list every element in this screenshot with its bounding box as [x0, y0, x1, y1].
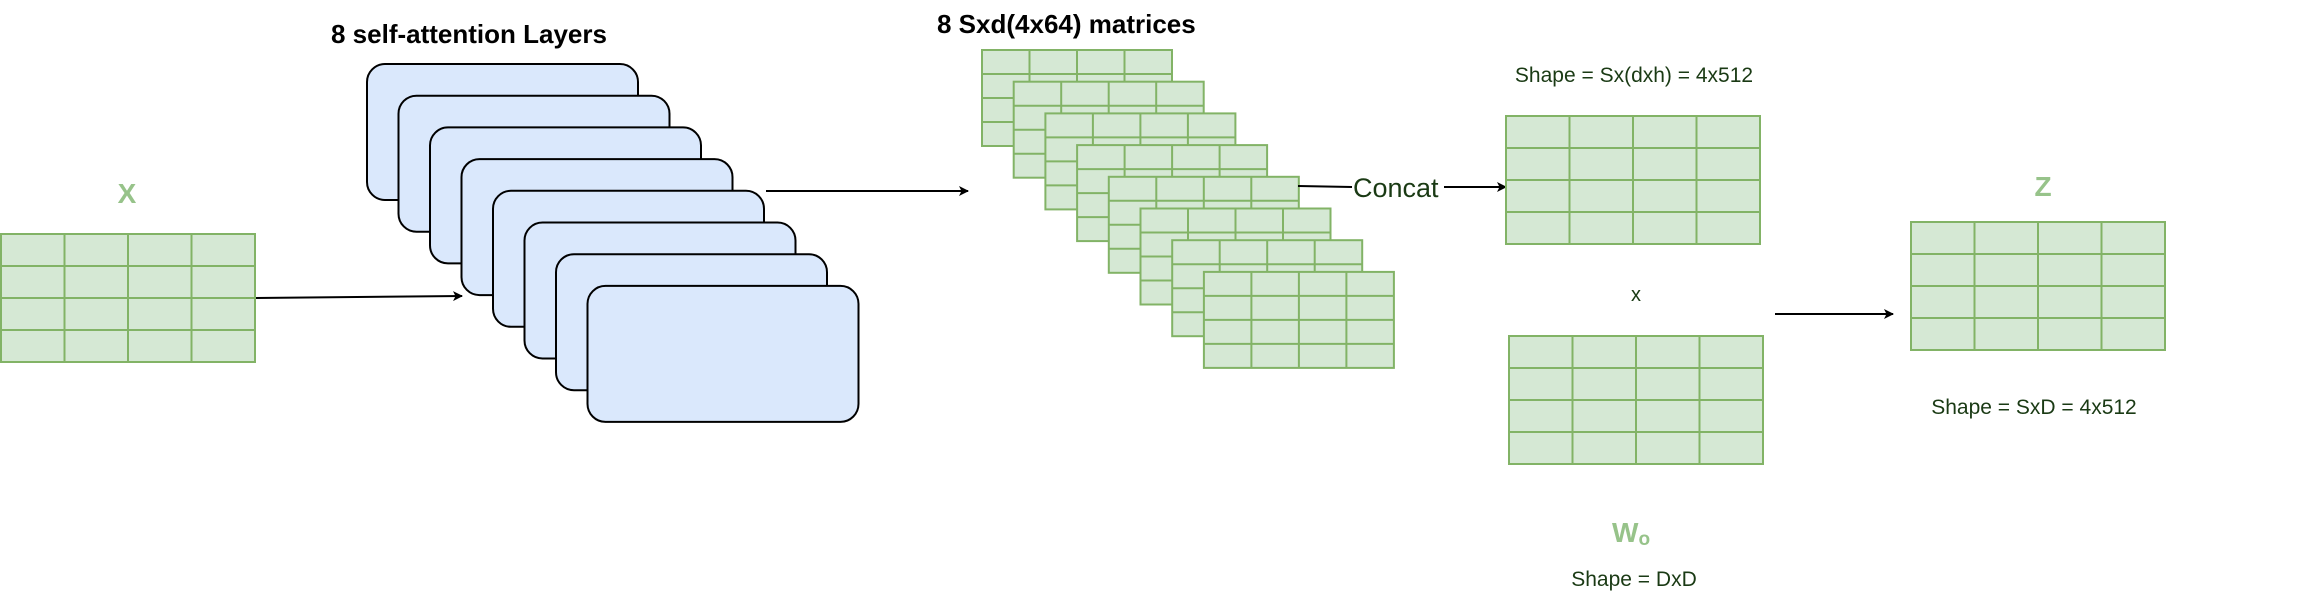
concatenated-matrix	[1505, 115, 1761, 245]
x-matrix	[0, 233, 256, 363]
z-matrix	[1910, 221, 2166, 351]
self-attention-layer-8	[586, 284, 860, 423]
z-shape-label: Shape = SxD = 4x512	[1931, 396, 2136, 419]
head-matrix-8	[1202, 270, 1395, 369]
wo-label-subscript: o	[1638, 529, 1650, 550]
matrices-title: 8 Sxd(4x64) matrices	[937, 9, 1196, 39]
z-label: Z	[2034, 171, 2051, 202]
wo-matrix-grid	[1508, 335, 1764, 465]
wo-label: Wo	[1612, 517, 1650, 550]
self-attention-layer-stack	[366, 63, 860, 423]
multiply-sign: x	[1631, 284, 1641, 306]
concat-matrix-grid	[1505, 115, 1761, 245]
x-label: X	[118, 178, 137, 209]
z-matrix-grid	[1910, 221, 2166, 351]
wo-shape-label: Shape = DxD	[1571, 568, 1697, 591]
arrow-matrices-to-concat	[1297, 185, 1353, 188]
wo-label-main: W	[1612, 517, 1639, 548]
head-output-matrices-stack	[981, 49, 1395, 369]
self-attention-layers-title: 8 self-attention Layers	[331, 19, 607, 49]
arrow-x-to-layers	[255, 291, 463, 302]
concat-shape-label: Shape = Sx(dxh) = 4x512	[1515, 64, 1753, 87]
wo-matrix	[1508, 335, 1764, 465]
concat-label: Concat	[1353, 173, 1439, 203]
x-matrix-grid	[0, 233, 256, 363]
